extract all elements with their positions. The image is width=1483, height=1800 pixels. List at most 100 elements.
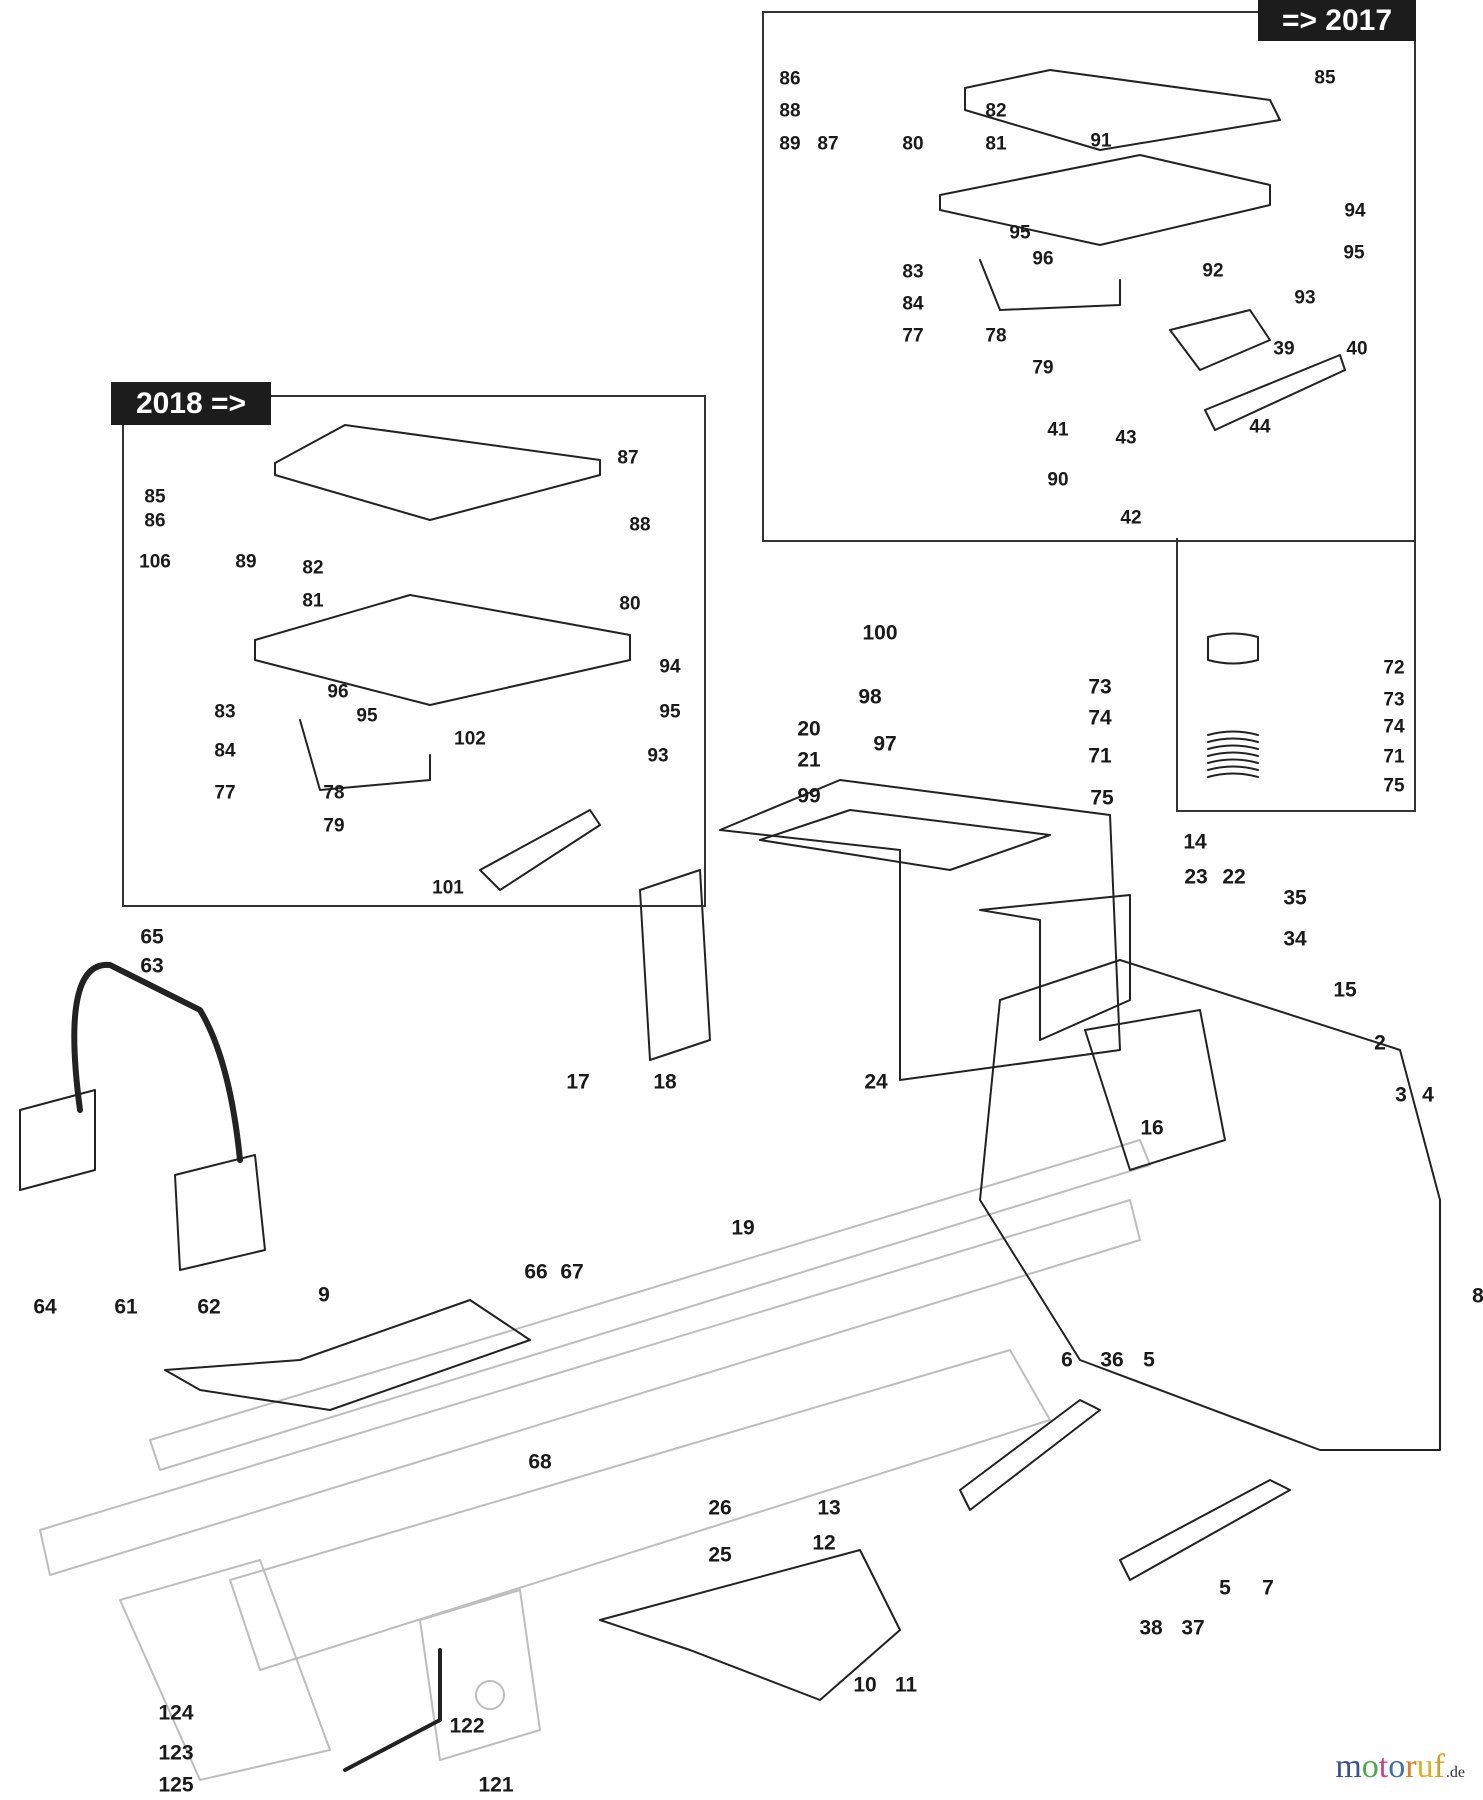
spring-coil-inset bbox=[1207, 730, 1259, 736]
part-callout-label: 94 bbox=[1344, 200, 1366, 222]
part-callout-label: 82 bbox=[985, 100, 1007, 122]
watermark-letter: o bbox=[1361, 1748, 1379, 1785]
part-callout-label: 38 bbox=[1139, 1616, 1163, 1640]
part-callout-label: 75 bbox=[1090, 786, 1114, 810]
part-callout-label: 24 bbox=[864, 1070, 888, 1094]
part-callout-label: 95 bbox=[1343, 242, 1365, 264]
watermark-letter: o bbox=[1388, 1748, 1406, 1785]
rear-panel-window bbox=[1084, 1009, 1226, 1171]
part-callout-label: 22 bbox=[1222, 865, 1246, 889]
part-callout-label: 100 bbox=[862, 621, 898, 645]
part-callout-label: 23 bbox=[1184, 865, 1208, 889]
support-strap-5a bbox=[959, 1399, 1101, 1511]
part-callout-label: 66 bbox=[524, 1260, 548, 1284]
part-callout-label: 78 bbox=[985, 325, 1007, 347]
part-callout-label: 73 bbox=[1088, 675, 1112, 699]
spring-coil-inset bbox=[1207, 751, 1259, 757]
part-callout-label: 95 bbox=[1009, 222, 1031, 244]
part-callout-label: 96 bbox=[1032, 248, 1054, 270]
part-callout-label: 84 bbox=[902, 293, 924, 315]
dashboard-bracket-22 bbox=[979, 894, 1131, 1041]
part-callout-label: 39 bbox=[1273, 338, 1295, 360]
part-callout-label: 18 bbox=[653, 1070, 677, 1094]
part-callout-label: 20 bbox=[797, 717, 821, 741]
chassis-rail-front bbox=[39, 1199, 1141, 1576]
part-callout-label: 7 bbox=[1262, 1576, 1274, 1600]
part-callout-label: 41 bbox=[1047, 419, 1069, 441]
part-callout-label: 125 bbox=[158, 1773, 194, 1797]
watermark-letter: t bbox=[1378, 1748, 1389, 1785]
part-callout-label: 97 bbox=[873, 732, 897, 756]
panel-frame-pre-2017-lower bbox=[1176, 538, 1416, 812]
part-callout-label: 72 bbox=[1383, 657, 1405, 679]
part-callout-label: 98 bbox=[858, 685, 882, 709]
part-callout-label: 81 bbox=[985, 133, 1007, 155]
rear-panel-2 bbox=[979, 959, 1441, 1451]
part-callout-label: 12 bbox=[812, 1531, 836, 1555]
part-callout-label: 89 bbox=[779, 133, 801, 155]
watermark-letter: r bbox=[1405, 1748, 1417, 1785]
spring-coil-inset bbox=[1207, 765, 1259, 771]
part-callout-label: 79 bbox=[323, 815, 345, 837]
part-callout-label: 90 bbox=[1047, 469, 1069, 491]
part-callout-label: 94 bbox=[659, 656, 681, 678]
hitch-pin-121 bbox=[343, 1648, 442, 1772]
part-callout-label: 9 bbox=[318, 1283, 330, 1307]
part-callout-label: 83 bbox=[214, 701, 236, 723]
part-callout-label: 80 bbox=[902, 133, 924, 155]
spring-coil-inset bbox=[1207, 772, 1259, 778]
spring-coil-inset bbox=[1207, 744, 1259, 750]
part-callout-label: 43 bbox=[1115, 427, 1137, 449]
part-callout-label: 102 bbox=[454, 728, 486, 750]
seat-lever-pre2017 bbox=[1204, 354, 1346, 431]
roll-bar-foot-right bbox=[174, 1154, 266, 1271]
chassis-front-block bbox=[419, 1589, 541, 1761]
part-callout-label: 3 bbox=[1395, 1083, 1407, 1107]
part-callout-label: 91 bbox=[1090, 130, 1112, 152]
part-callout-label: 83 bbox=[902, 261, 924, 283]
part-callout-label: 17 bbox=[566, 1070, 590, 1094]
part-callout-label: 11 bbox=[894, 1673, 918, 1697]
part-callout-label: 121 bbox=[478, 1773, 514, 1797]
seat-plate-post2018 bbox=[274, 424, 601, 521]
part-callout-label: 95 bbox=[659, 701, 681, 723]
part-callout-label: 36 bbox=[1100, 1348, 1124, 1372]
part-callout-label: 2 bbox=[1374, 1031, 1386, 1055]
side-bracket-17 bbox=[639, 869, 711, 1061]
part-callout-label: 14 bbox=[1183, 830, 1207, 854]
seat-rail-post2018 bbox=[254, 594, 631, 706]
banner-pre-2017: => 2017 bbox=[1258, 0, 1416, 41]
part-callout-label: 65 bbox=[140, 925, 164, 949]
watermark-logo: motoruf.de bbox=[1335, 1748, 1465, 1786]
part-callout-label: 71 bbox=[1383, 746, 1405, 768]
watermark-letter: m bbox=[1335, 1748, 1362, 1785]
part-callout-label: 106 bbox=[139, 551, 171, 573]
chassis-floor-plate bbox=[229, 1349, 1051, 1671]
part-callout-label: 6 bbox=[1061, 1348, 1073, 1372]
seat-plate-pre2017 bbox=[964, 69, 1281, 151]
part-callout-label: 96 bbox=[327, 681, 349, 703]
spring-coil-inset bbox=[1207, 758, 1259, 764]
chassis-front-bracket bbox=[119, 1559, 331, 1781]
panel-frame-pre-2017 bbox=[762, 11, 1416, 542]
part-callout-label: 77 bbox=[214, 782, 236, 804]
part-callout-label: 124 bbox=[158, 1701, 194, 1725]
part-callout-label: 123 bbox=[158, 1741, 194, 1765]
part-callout-label: 74 bbox=[1383, 716, 1405, 738]
part-callout-label: 81 bbox=[302, 590, 324, 612]
part-callout-label: 4 bbox=[1422, 1083, 1434, 1107]
part-callout-label: 87 bbox=[617, 447, 639, 469]
part-callout-label: 73 bbox=[1383, 689, 1405, 711]
part-callout-label: 61 bbox=[114, 1295, 138, 1319]
part-callout-label: 26 bbox=[708, 1496, 732, 1520]
part-callout-label: 89 bbox=[235, 551, 257, 573]
part-callout-label: 42 bbox=[1120, 507, 1142, 529]
part-callout-label: 21 bbox=[797, 748, 821, 772]
footrest-right-10 bbox=[599, 1549, 901, 1701]
part-callout-label: 86 bbox=[144, 510, 166, 532]
part-callout-label: 85 bbox=[144, 486, 166, 508]
part-callout-label: 84 bbox=[214, 740, 236, 762]
part-callout-label: 82 bbox=[302, 557, 324, 579]
footrest-left-9 bbox=[164, 1299, 531, 1411]
chassis-axle-eye bbox=[475, 1680, 505, 1710]
